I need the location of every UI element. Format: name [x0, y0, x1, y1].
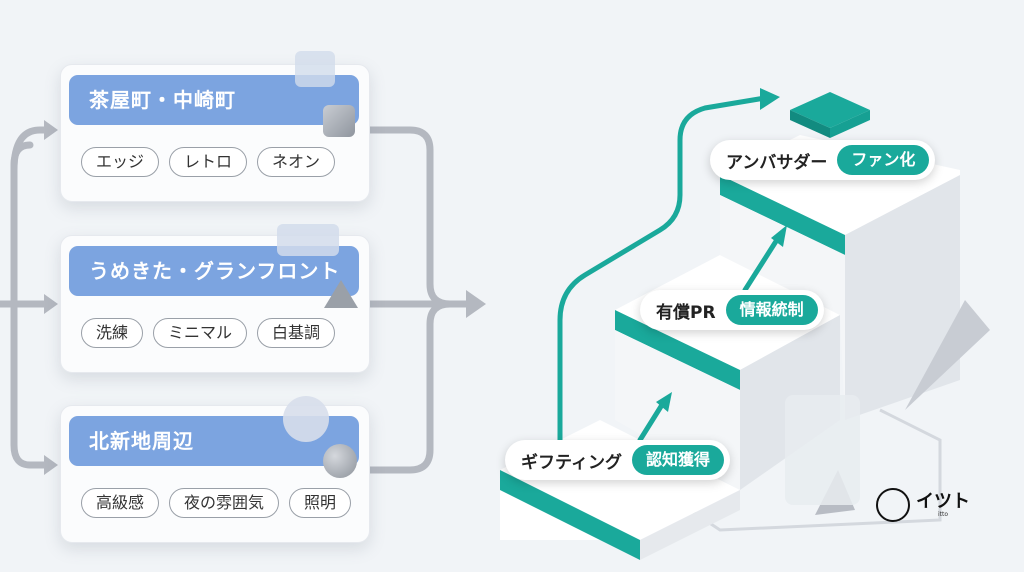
step-gifting: ギフティング 認知獲得: [505, 440, 730, 480]
logo-subtext: itto: [937, 510, 949, 518]
step-label: アンバサダー: [726, 152, 828, 173]
area-card-chayamachi: 茶屋町・中崎町 エッジ レトロ ネオン: [60, 51, 370, 202]
tag-pill: エッジ: [81, 147, 160, 177]
step-tag: ファン化: [837, 145, 930, 175]
arrow-head-2: [44, 294, 58, 314]
step-tag: 情報統制: [725, 295, 818, 325]
step-label: ギフティング: [521, 452, 622, 473]
arrow-head-1: [44, 120, 58, 140]
tag-pill: レトロ: [169, 147, 248, 177]
logo-text: イツト: [916, 490, 970, 512]
step-paid-pr: 有償PR 情報統制: [640, 290, 824, 330]
flow-arrows: [0, 126, 474, 474]
logo-mark-icon: [876, 488, 910, 522]
tag-pill: 白基調: [257, 318, 336, 348]
step-label: 有償PR: [656, 302, 716, 323]
step-tag: 認知獲得: [631, 445, 724, 475]
area-title: うめきた・グランフロント: [69, 246, 359, 296]
glass-panel-decoration: [277, 224, 339, 256]
area-card-kitashinchi: 北新地周辺 高級感 夜の雰囲気 照明: [60, 396, 370, 543]
pyramid-decoration: [324, 280, 358, 308]
staircase: [500, 92, 990, 560]
tag-pill: ネオン: [257, 147, 336, 177]
tag-pill: 夜の雰囲気: [169, 488, 280, 518]
brand-logo: イツト itto: [876, 488, 970, 522]
arrow-head-3: [44, 455, 58, 475]
growth-arrows: [557, 95, 783, 443]
glass-square-decoration: [295, 51, 335, 87]
tag-pill: 高級感: [81, 488, 160, 518]
step-ambassador: アンバサダー ファン化: [710, 140, 936, 180]
glass-sphere-decoration: [283, 396, 329, 442]
tag-pill: 照明: [289, 488, 352, 518]
metal-sphere-decoration: [323, 444, 357, 478]
tag-pill: 洗練: [81, 318, 144, 348]
arrow-head-out: [466, 290, 486, 318]
metal-cube-decoration: [323, 105, 355, 137]
area-card-umekita: うめきた・グランフロント 洗練 ミニマル 白基調: [60, 224, 370, 373]
tag-pill: ミニマル: [153, 318, 248, 348]
